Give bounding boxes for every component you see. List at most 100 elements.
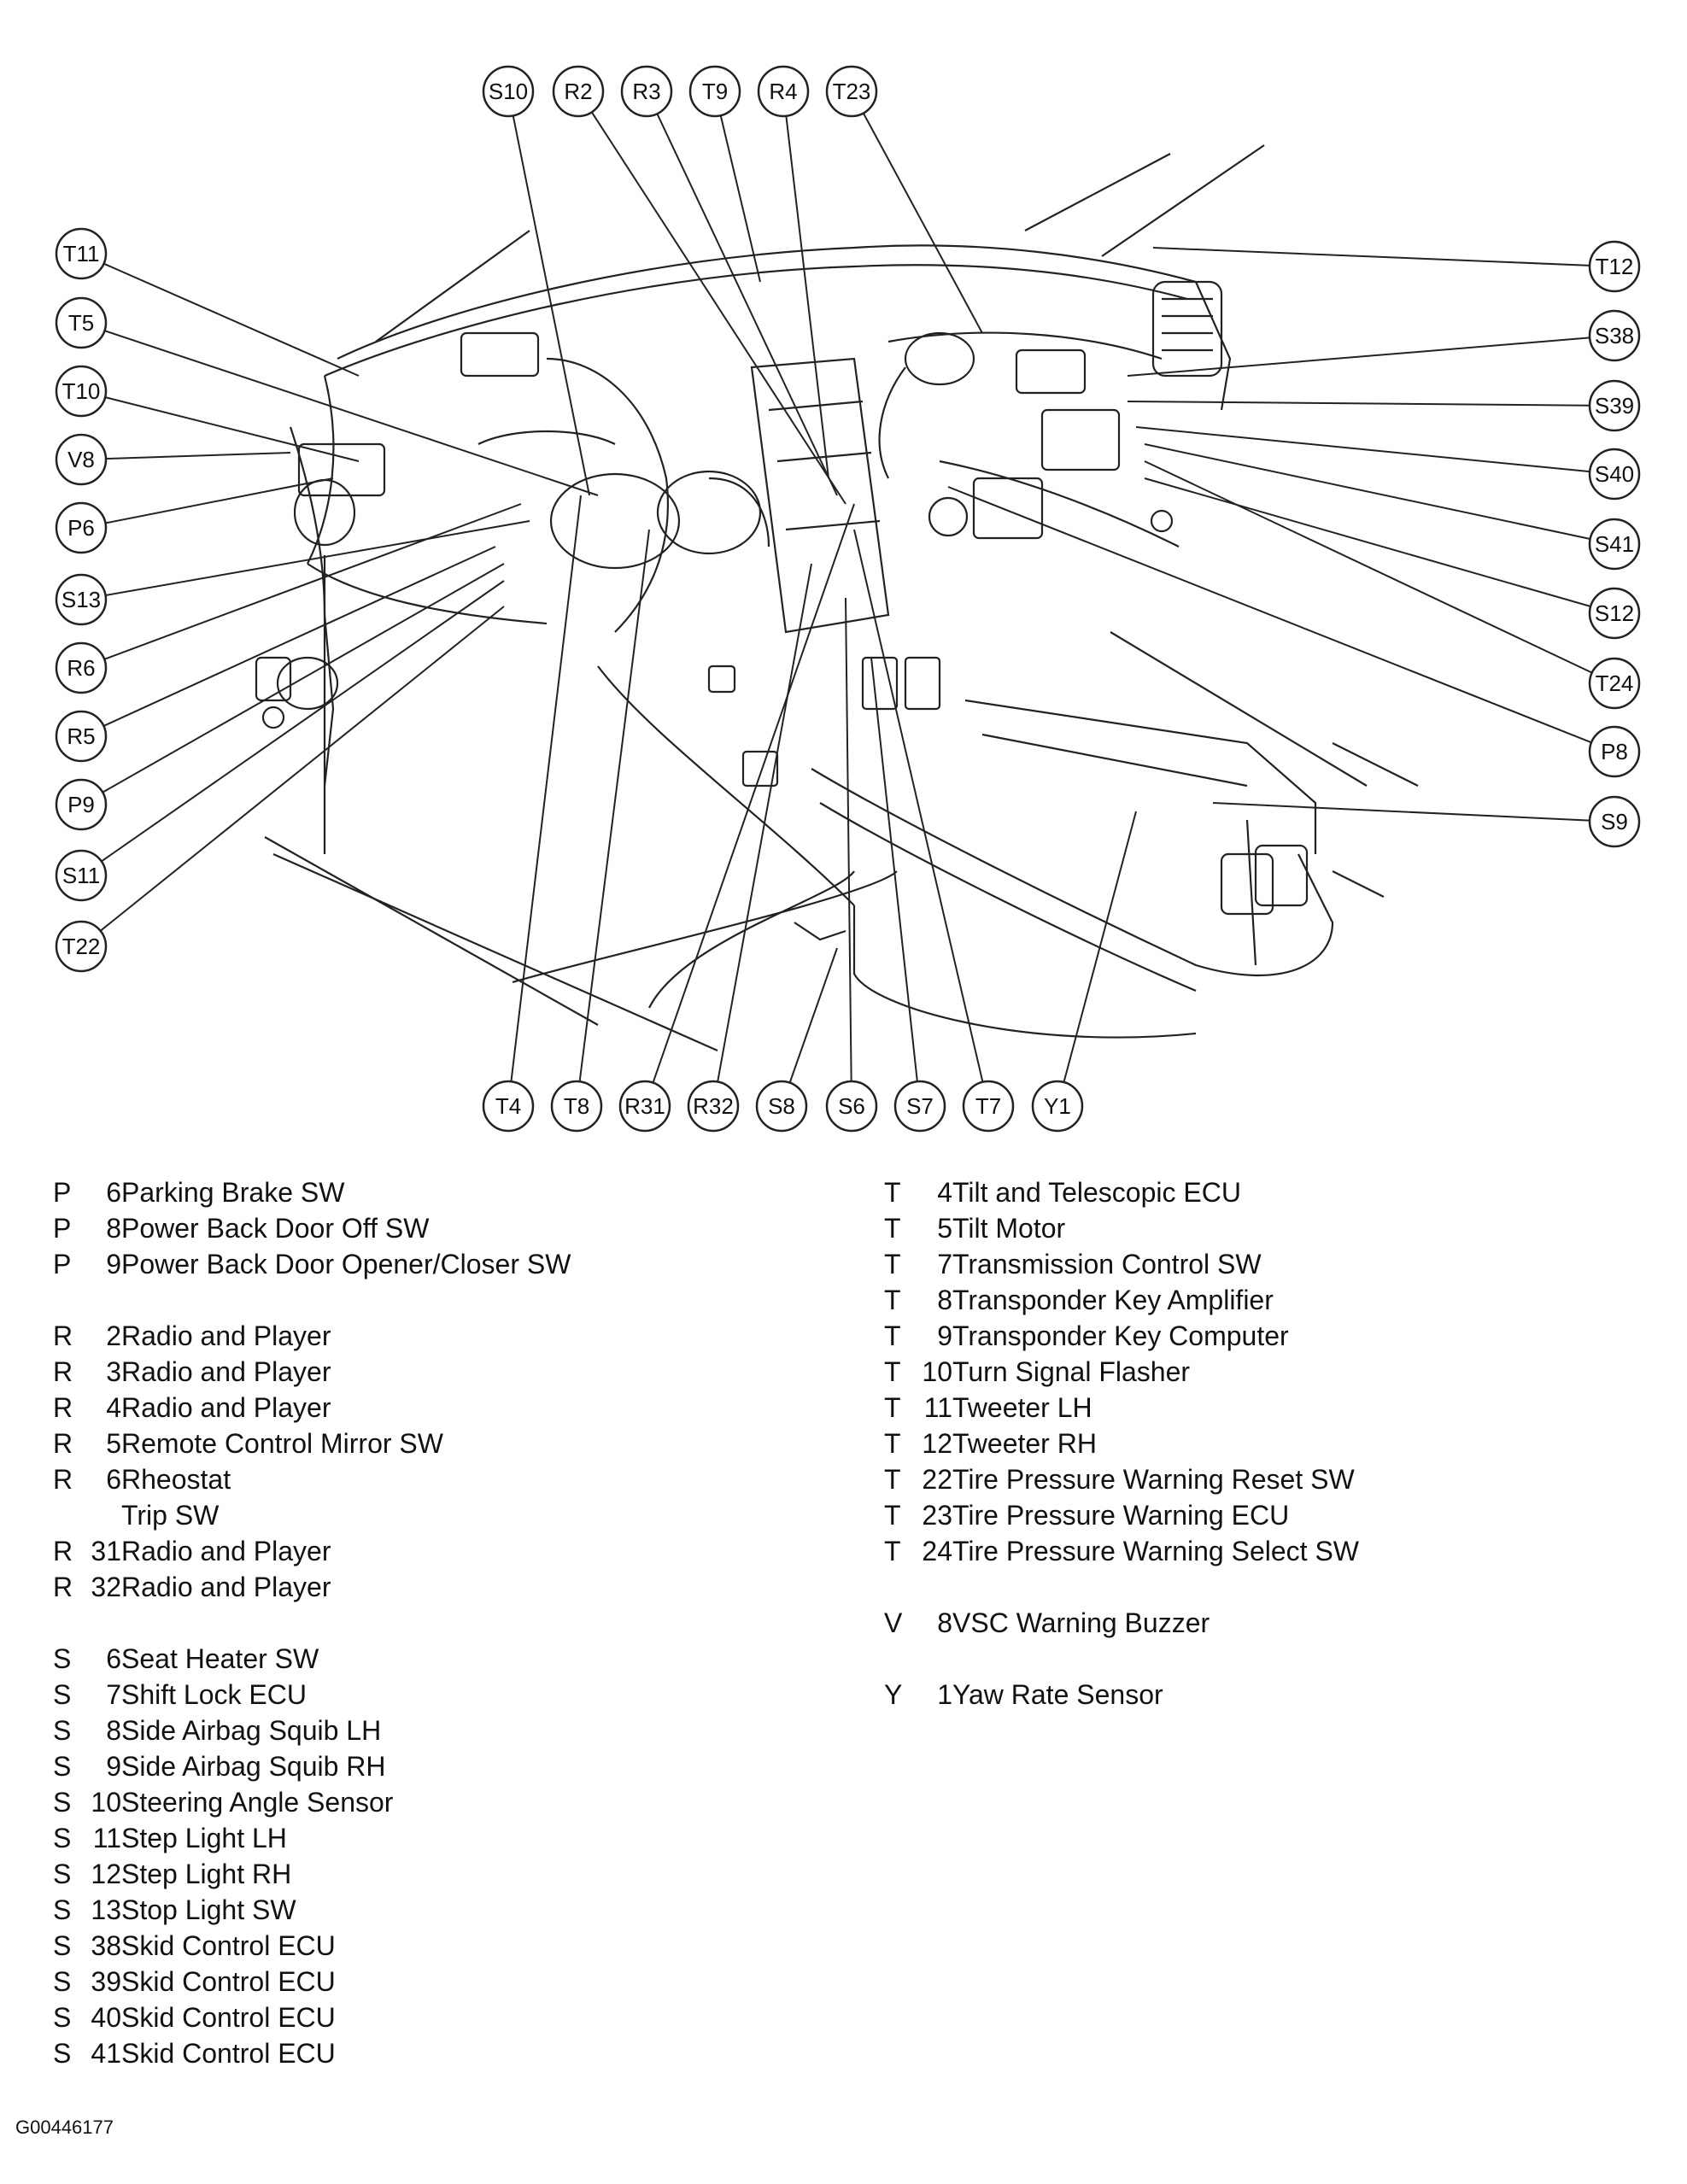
legend-code-letter: P: [53, 1249, 72, 1279]
callout-s6: S6: [825, 1080, 878, 1133]
callout-circle: [55, 849, 108, 902]
legend-code-number: 6: [106, 1643, 121, 1674]
legend-description: Radio and Player: [121, 1356, 331, 1387]
legend-code-number: 24: [922, 1536, 952, 1566]
callout-label: T10: [62, 378, 101, 404]
legend-code-letter: S: [53, 1966, 72, 1997]
callout-label: T5: [68, 310, 94, 336]
legend-code-letter: V: [884, 1607, 903, 1638]
callout-circle: [1588, 657, 1641, 710]
callout-label: S8: [768, 1093, 795, 1119]
legend-description: Skid Control ECU: [121, 2038, 336, 2069]
legend-code-letter: S: [53, 1679, 72, 1710]
callout-p9: P9: [55, 778, 108, 831]
callout-label: T24: [1596, 670, 1634, 696]
callout-circle: [620, 65, 673, 118]
callout-label: P9: [67, 792, 95, 817]
callout-circle: [1588, 795, 1641, 848]
leader-line: [1135, 426, 1590, 473]
legend-description: Trip SW: [121, 1500, 220, 1531]
callout-circle: [55, 433, 108, 486]
legend-code-letter: S: [53, 1643, 72, 1674]
leader-line: [947, 486, 1592, 744]
legend-code-number: 7: [937, 1249, 952, 1279]
leader-line: [719, 114, 761, 283]
legend-description: Parking Brake SW: [121, 1177, 345, 1208]
leader-line: [510, 495, 582, 1082]
legend-code-letter: T: [884, 1464, 901, 1495]
callout-label: S7: [906, 1093, 934, 1119]
callout-circle: [1588, 309, 1641, 362]
callout-label: T22: [62, 934, 101, 959]
legend-description: Tilt Motor: [952, 1213, 1066, 1244]
callout-p6: P6: [55, 501, 108, 554]
leader-line: [105, 452, 291, 460]
legend-code-letter: R: [53, 1320, 73, 1351]
callout-circle: [755, 1080, 808, 1133]
leader-line: [1063, 811, 1137, 1083]
legend-code-letter: R: [53, 1464, 73, 1495]
legend-description: Skid Control ECU: [121, 2002, 336, 2033]
callout-t5: T5: [55, 296, 108, 349]
leader-line: [105, 477, 334, 524]
callout-circle: [893, 1080, 946, 1133]
legend-description: Power Back Door Opener/Closer SW: [121, 1249, 571, 1279]
leader-line: [590, 111, 846, 505]
legend-description: Stop Light SW: [121, 1894, 296, 1925]
callout-circle: [1588, 587, 1641, 640]
leader-line: [1127, 401, 1590, 407]
callout-t8: T8: [550, 1080, 603, 1133]
callout-circle: [1588, 518, 1641, 571]
callout-label: S12: [1595, 600, 1634, 626]
leader-line: [652, 503, 855, 1083]
callout-s11: S11: [55, 849, 108, 902]
leader-line: [1127, 337, 1590, 377]
callout-circle: [1031, 1080, 1084, 1133]
legend-code-number: 11: [923, 1392, 952, 1423]
legend-description: Rheostat: [121, 1464, 231, 1495]
legend-code-number: 39: [91, 1966, 121, 1997]
legend-description: Turn Signal Flasher: [952, 1356, 1191, 1387]
legend-code-number: 9: [106, 1249, 121, 1279]
callout-circle: [55, 365, 108, 418]
callout-t9: T9: [688, 65, 741, 118]
callout-label: R6: [67, 655, 95, 681]
legend-code-letter: T: [884, 1213, 901, 1244]
legend-code-letter: R: [53, 1536, 73, 1566]
leader-line: [103, 546, 496, 727]
callout-label: V8: [67, 447, 95, 472]
legend-code-letter: Y: [884, 1679, 903, 1710]
legend-code-letter: S: [53, 1823, 72, 1853]
legend-description: Tire Pressure Warning Reset SW: [952, 1464, 1355, 1495]
legend-code-letter: T: [884, 1392, 901, 1423]
legend-description: Transmission Control SW: [952, 1249, 1262, 1279]
callout-circle: [552, 65, 605, 118]
callout-s9: S9: [1588, 795, 1641, 848]
callout-label: T4: [495, 1093, 521, 1119]
callout-label: R32: [693, 1093, 734, 1119]
legend-description: Side Airbag Squib LH: [121, 1715, 382, 1746]
callout-label: T7: [975, 1093, 1001, 1119]
legend-code-letter: T: [884, 1285, 901, 1315]
callout-circle: [688, 65, 741, 118]
callout-circle: [757, 65, 810, 118]
